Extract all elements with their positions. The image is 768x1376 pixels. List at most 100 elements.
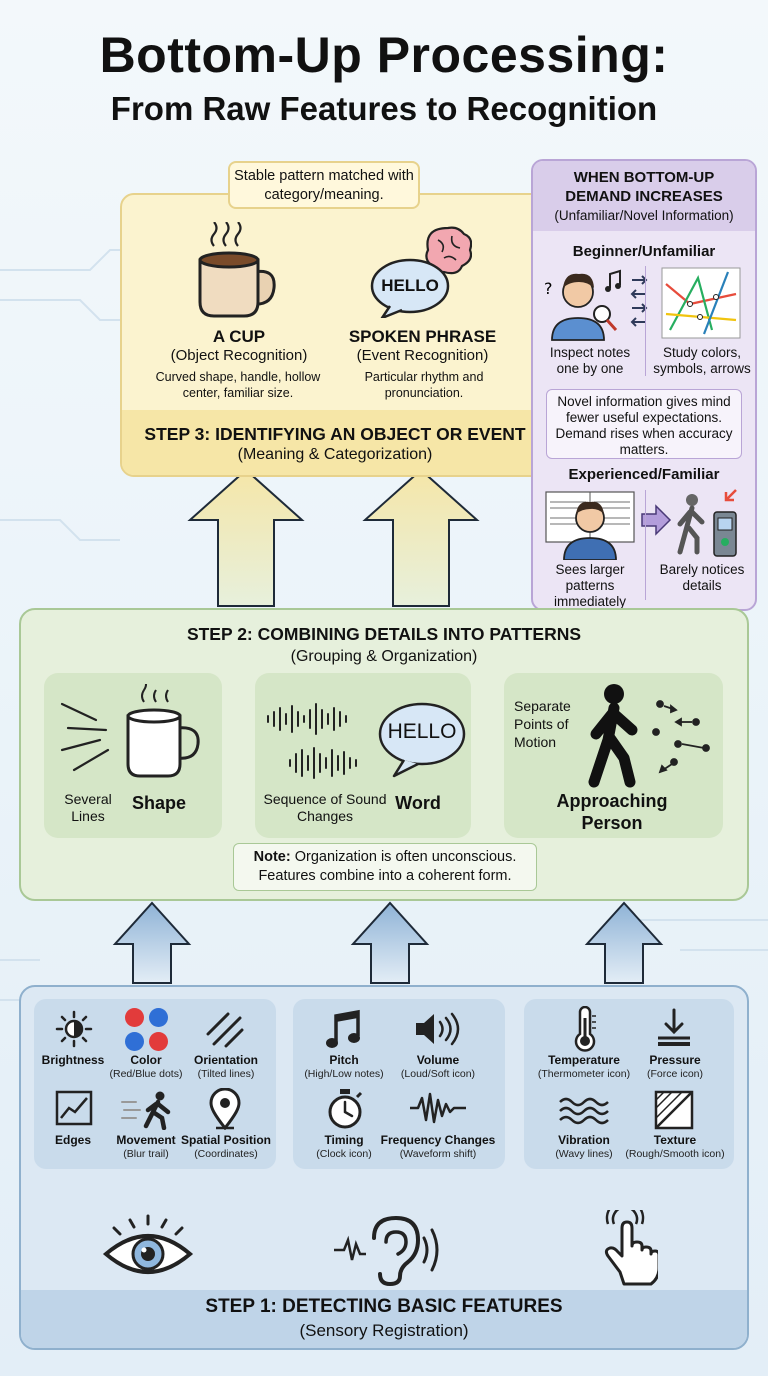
cup-title: A CUP — [212, 327, 266, 346]
walking-person-icon — [588, 684, 710, 788]
waveform-speech-icon — [267, 702, 466, 779]
arrow-up-left — [187, 468, 305, 607]
orientation-lines-icon — [206, 1012, 244, 1048]
orientation-label: Orientation — [193, 1053, 258, 1067]
phrase-subtitle: (Event Recognition) — [356, 347, 489, 364]
shape-left-caption: Several Lines — [64, 791, 112, 824]
frequency-changes-sublabel: (Waveform shift) — [399, 1148, 477, 1160]
experienced-illustration — [545, 489, 737, 560]
arrow-up-right — [362, 468, 480, 607]
blue-dot — [125, 1032, 144, 1051]
demand-panel-header — [533, 161, 755, 231]
cup-description: Curved shape, handle, hollow center, fam… — [155, 370, 321, 400]
volume-label: Volume — [416, 1053, 460, 1067]
svg-text:?: ? — [544, 279, 553, 298]
page-title: Bottom-Up Processing: — [99, 27, 669, 83]
step1-heading-band — [21, 1290, 747, 1348]
volume-speaker-icon — [416, 1012, 460, 1046]
pressure-force-icon — [658, 1008, 690, 1046]
temperature-label: Temperature — [548, 1053, 620, 1067]
movement-sublabel: (Blur trail) — [123, 1148, 169, 1160]
finger-touch-icon — [604, 1210, 658, 1286]
hello-bubble-text-step2: HELLO — [387, 720, 457, 743]
step2-subheading: (Grouping & Organization) — [290, 648, 478, 665]
orientation-sublabel: (Tilted lines) — [197, 1068, 255, 1080]
thermometer-icon — [574, 1006, 596, 1052]
movement-runner-icon — [121, 1091, 171, 1130]
cup-subtitle: (Object Recognition) — [170, 347, 308, 364]
music-note-icon — [326, 1009, 360, 1048]
clock-stopwatch-icon — [328, 1089, 363, 1129]
step2-note-label: Note: — [253, 849, 291, 865]
beginner-right-caption: Study colors, symbols, arrows — [653, 345, 751, 376]
experienced-divider — [645, 490, 646, 600]
beginner-title: Beginner/Unfamiliar — [572, 243, 716, 260]
step2-note: Note: Organization is often unconscious.… — [233, 843, 537, 891]
texture-sublabel: (Rough/Smooth icon) — [625, 1148, 725, 1160]
auditory-features-card — [293, 999, 505, 1169]
lines-to-cup-icon — [60, 684, 200, 778]
step2-heading: STEP 2: COMBINING DETAILS INTO PATTERNS — [186, 624, 582, 644]
phrase-title: SPOKEN PHRASE — [348, 327, 497, 346]
touch-features-card — [524, 999, 734, 1169]
person-left-caption: Separate Points of Motion — [514, 698, 571, 750]
vibration-sublabel: (Wavy lines) — [555, 1148, 613, 1160]
edges-label: Edges — [54, 1133, 91, 1147]
frequency-changes-label: Frequency Changes — [380, 1133, 496, 1147]
red-dot — [125, 1008, 144, 1027]
arrow-up-auditory — [350, 901, 430, 984]
color-sublabel: (Red/Blue dots) — [109, 1068, 183, 1080]
pitch-sublabel: (High/Low notes) — [304, 1068, 384, 1080]
person-right-caption: Approaching Person — [556, 791, 668, 833]
location-pin-icon — [209, 1088, 241, 1130]
arrow-up-touch — [584, 901, 664, 984]
step2-note-text: Organization is often unconscious. Featu… — [258, 849, 517, 884]
ear-sound-icon — [334, 1215, 439, 1286]
brightness-icon — [55, 1010, 93, 1048]
beginner-divider — [645, 266, 646, 376]
color-dots-icon — [125, 1008, 169, 1052]
blue-dot — [149, 1008, 168, 1027]
speech-bubble-brain-icon — [370, 226, 472, 318]
word-left-caption: Sequence of Sound Changes — [263, 791, 387, 824]
pressure-label: Pressure — [649, 1053, 701, 1067]
movement-label: Movement — [116, 1133, 176, 1147]
color-label: Color — [130, 1053, 162, 1067]
arrow-up-visual — [112, 901, 192, 984]
volume-sublabel: (Loud/Soft icon) — [400, 1068, 476, 1080]
timing-label: Timing — [324, 1133, 364, 1147]
vibration-wavy-lines-icon — [559, 1097, 609, 1125]
step1-subheading: (Sensory Registration) — [299, 1321, 469, 1340]
step3-heading-band — [122, 410, 548, 475]
demand-note: Novel information gives mind fewer usefu… — [546, 389, 742, 459]
texture-rough-smooth-icon — [654, 1090, 694, 1130]
hello-bubble-text-step3: HELLO — [381, 276, 439, 295]
spatial-position-label: Spatial Position — [180, 1133, 271, 1147]
beginner-illustration: ? — [544, 267, 741, 341]
experienced-title: Experienced/Familiar — [568, 466, 720, 483]
beginner-left-caption: Inspect notes one by one — [549, 345, 631, 376]
experienced-right-caption: Barely notices details — [659, 562, 745, 593]
brightness-label: Brightness — [41, 1053, 105, 1067]
step3-subheading: (Meaning & Categorization) — [237, 446, 433, 463]
vibration-label: Vibration — [558, 1133, 610, 1147]
shape-right-caption: Shape — [131, 793, 187, 813]
edges-chart-icon — [55, 1090, 93, 1126]
texture-label: Texture — [653, 1133, 697, 1147]
pressure-sublabel: (Force icon) — [646, 1068, 703, 1080]
demand-subheading: (Unfamiliar/Novel Information) — [554, 208, 734, 223]
word-right-caption: Word — [395, 793, 441, 813]
experienced-left-caption: Sees larger patterns immediately — [553, 562, 627, 609]
red-dot — [149, 1032, 168, 1051]
page-subtitle: From Raw Features to Recognition — [110, 90, 658, 127]
frequency-waveform-icon — [410, 1092, 466, 1124]
step3-callout: Stable pattern matched with category/mea… — [228, 161, 420, 209]
spatial-position-sublabel: (Coordinates) — [194, 1148, 258, 1160]
eye-icon — [102, 1214, 194, 1274]
timing-sublabel: (Clock icon) — [316, 1148, 372, 1160]
pitch-label: Pitch — [329, 1053, 359, 1067]
demand-heading: WHEN BOTTOM-UP DEMAND INCREASES — [565, 169, 723, 205]
step3-heading: STEP 3: IDENTIFYING AN OBJECT OR EVENT — [144, 424, 526, 444]
step1-heading: STEP 1: DETECTING BASIC FEATURES — [205, 1296, 563, 1317]
coffee-cup-icon — [198, 222, 276, 318]
